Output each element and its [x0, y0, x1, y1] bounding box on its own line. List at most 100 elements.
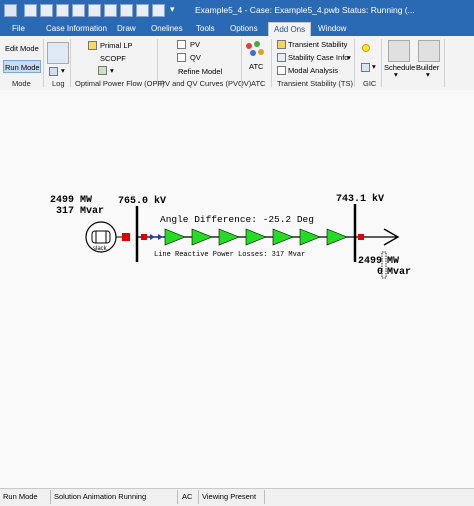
modal-analysis-button[interactable]: Modal Analysis	[288, 66, 339, 75]
chevron-down-icon[interactable]: ▾	[372, 62, 376, 71]
solve-icon[interactable]	[120, 4, 133, 17]
separator	[241, 39, 242, 87]
bus1-voltage-text: 765.0 kV	[118, 195, 166, 207]
slack-label: slack	[93, 246, 108, 252]
separator	[157, 39, 158, 87]
load-arrow[interactable]	[383, 228, 400, 246]
chart-icon[interactable]	[88, 4, 101, 17]
chevron-down-icon[interactable]: ▾	[170, 4, 175, 14]
log-icon[interactable]	[47, 42, 69, 64]
window-icon[interactable]	[152, 4, 165, 17]
abort-icon[interactable]	[104, 4, 117, 17]
stability-case-info-button[interactable]: Stability Case Info	[288, 53, 349, 62]
chevron-down-icon[interactable]: ▾	[110, 66, 114, 75]
menu-case-information[interactable]: Case Information	[46, 24, 107, 33]
builder-icon[interactable]	[418, 40, 440, 62]
gen-breaker[interactable]	[122, 233, 130, 241]
menu-onelines[interactable]: Onelines	[151, 24, 183, 33]
primal-lp-icon	[88, 41, 97, 50]
menu-tools[interactable]: Tools	[196, 24, 215, 33]
separator	[381, 39, 382, 87]
print-icon[interactable]	[56, 4, 69, 17]
group-label-opf: Optimal Power Flow (OPF)	[75, 79, 165, 88]
menu-add-ons[interactable]: Add Ons	[268, 22, 312, 36]
menu-bar: File Case Information Draw Onelines Tool…	[0, 22, 474, 36]
line-losses-text: Line Reactive Power Losses: 317 Mvar	[154, 251, 305, 259]
flow-arrow	[326, 228, 348, 246]
oneline-canvas[interactable]: 2499 MW 317 Mvar 765.0 kV 743.1 kV Angle…	[0, 90, 474, 488]
status-mode: Run Mode	[3, 492, 38, 501]
group-label-pvqv: PV and QV Curves (PVQV)	[160, 79, 252, 88]
separator	[354, 39, 355, 87]
flow-arrow	[191, 228, 213, 246]
group-label-mode: Mode	[12, 79, 31, 88]
flow-arrow	[299, 228, 321, 246]
separator	[70, 39, 71, 87]
refine-model-button[interactable]: Refine Model	[178, 67, 223, 76]
oneline-diagram: 2499 MW 317 Mvar 765.0 kV 743.1 kV Angle…	[50, 193, 411, 279]
stability-case-info-icon	[277, 53, 286, 62]
run-mode-label: Run Mode	[5, 63, 40, 72]
pv-icon	[177, 40, 186, 49]
separator	[198, 490, 199, 504]
line-breaker-to[interactable]	[358, 234, 364, 240]
angle-difference-text: Angle Difference: -25.2 Deg	[160, 214, 314, 225]
separator	[264, 490, 265, 504]
gen-mw-text: 2499 MW	[50, 195, 92, 206]
load-mw-value: 2499	[358, 256, 382, 267]
menu-draw[interactable]: Draw	[117, 24, 136, 33]
group-label-log: Log	[52, 79, 65, 88]
open-icon[interactable]	[40, 4, 53, 17]
transient-stability-icon	[277, 40, 286, 49]
separator	[50, 490, 51, 504]
atc-button[interactable]: ATC	[249, 62, 264, 71]
schedule-button[interactable]: Schedule	[384, 63, 416, 72]
pv-button[interactable]: PV	[190, 40, 201, 49]
tool-icon[interactable]	[136, 4, 149, 17]
chevron-down-icon[interactable]: ▾	[394, 70, 398, 79]
opf-options-icon[interactable]	[98, 66, 107, 75]
separator	[43, 39, 44, 87]
log-options-icon[interactable]	[49, 67, 58, 76]
run-mode-button[interactable]	[3, 60, 41, 73]
title-bar: ▾ Example5_4 - Case: Example5_4.pwb Stat…	[0, 0, 474, 22]
gen-mvar-text: 317 Mvar	[56, 206, 104, 217]
flow-chevron	[150, 234, 155, 240]
window-title: Example5_4 - Case: Example5_4.pwb Status…	[195, 5, 415, 15]
load-mvar-value: 0	[377, 267, 383, 278]
separator	[271, 39, 272, 87]
menu-options[interactable]: Options	[230, 24, 258, 33]
line-breaker-from[interactable]	[141, 234, 147, 240]
separator	[444, 39, 445, 87]
qv-button[interactable]: QV	[190, 53, 201, 62]
scopf-button[interactable]: SCOPF	[100, 54, 126, 63]
group-label-atc: ATC	[251, 79, 266, 88]
group-label-ts: Transient Stability (TS)	[277, 79, 353, 88]
bus2-voltage-text: 743.1 kV	[336, 193, 384, 205]
flow-arrow	[164, 228, 186, 246]
primal-lp-button[interactable]: Primal LP	[100, 41, 133, 50]
status-animation: Solution Animation Running	[54, 492, 147, 501]
status-bar: Run Mode Solution Animation Running AC V…	[0, 488, 474, 506]
atc-icon[interactable]	[245, 41, 265, 59]
schedule-icon[interactable]	[388, 40, 410, 62]
chevron-down-icon[interactable]: ▾	[426, 70, 430, 79]
save-icon[interactable]	[24, 4, 37, 17]
slack-generator[interactable]: slack	[85, 221, 117, 253]
gic-sun-icon[interactable]	[362, 44, 370, 52]
load-mvar-unit: Mvar	[387, 267, 411, 278]
flow-arrow	[245, 228, 267, 246]
builder-button[interactable]: Builder	[416, 63, 440, 72]
chevron-down-icon[interactable]: ▾	[347, 53, 351, 62]
flow-arrows	[150, 228, 348, 246]
menu-file[interactable]: File	[12, 24, 25, 33]
transient-stability-button[interactable]: Transient Stability	[288, 40, 348, 49]
status-ac: AC	[182, 492, 193, 501]
menu-window[interactable]: Window	[318, 24, 347, 33]
edit-mode-button[interactable]: Edit Mode	[5, 44, 39, 53]
group-label-gic: GIC	[363, 79, 377, 88]
gic-options-icon[interactable]	[361, 63, 370, 72]
separator	[177, 490, 178, 504]
chevron-down-icon[interactable]: ▾	[61, 66, 65, 75]
grid-icon[interactable]	[72, 4, 85, 17]
